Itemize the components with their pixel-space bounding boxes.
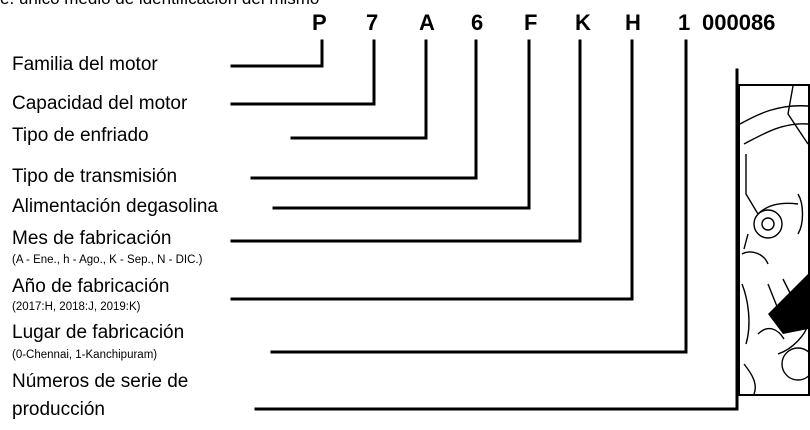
label-serie-line2: producción	[12, 399, 105, 420]
engine-illustration	[738, 84, 810, 396]
code-serial-number: 000086	[702, 10, 776, 35]
label-anio: Año de fabricación	[12, 276, 170, 297]
label-serie-line1: Números de serie de	[12, 371, 189, 392]
label-transmision: Tipo de transmisión	[12, 166, 178, 187]
label-familia: Familia del motor	[12, 54, 158, 75]
note-lugar: (0-Chennai, 1-Kanchipuram)	[12, 349, 158, 361]
label-enfriado: Tipo de enfriado	[12, 125, 149, 146]
header-partial-text: e. único medio de identificación del mis…	[0, 0, 319, 9]
note-anio: (2017:H, 2018:J, 2019:K)	[12, 301, 141, 313]
code-char-alimentacion: F	[524, 10, 538, 35]
code-char-transmision: 6	[471, 10, 484, 35]
code-char-familia: P	[312, 10, 327, 35]
code-char-enfriado: A	[419, 10, 435, 35]
code-char-anio: H	[625, 10, 641, 35]
label-mes: Mes de fabricación	[12, 228, 172, 249]
connector-transmision	[250, 39, 478, 180]
label-lugar: Lugar de fabricación	[12, 322, 185, 343]
note-mes: (A - Ene., h - Ago., K - Sep., N - DIC.)	[12, 254, 203, 266]
label-alimentacion: Alimentación degasolina	[12, 196, 218, 217]
connector-serie	[254, 68, 739, 411]
connector-enfriado	[290, 39, 428, 140]
connector-alimentacion	[272, 39, 531, 210]
code-char-capacidad: 7	[366, 10, 379, 35]
connector-mes	[230, 39, 582, 243]
connector-familia	[230, 39, 324, 68]
code-char-mes: K	[575, 10, 591, 35]
label-capacidad: Capacidad del motor	[12, 93, 188, 114]
code-char-lugar: 1	[678, 10, 691, 35]
connector-lugar	[270, 39, 688, 354]
connector-capacidad	[230, 39, 376, 106]
connector-anio	[230, 39, 634, 301]
